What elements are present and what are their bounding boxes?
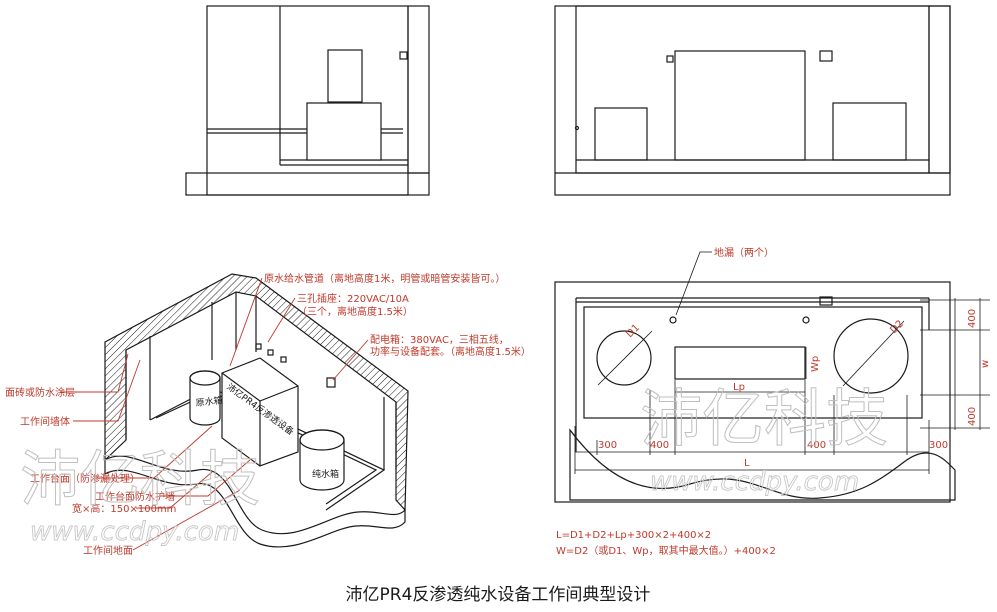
label-dist-1: 配电箱：380VAC，三相五线， xyxy=(370,333,509,346)
label-d1: D1 xyxy=(624,322,642,340)
watermark-url-right: www.ccdpy.com xyxy=(650,467,859,497)
dim-400-bottom: 400 xyxy=(967,407,978,426)
label-socket-1: 三孔插座：220VAC/10A xyxy=(297,292,409,305)
dim-300-left: 300 xyxy=(598,440,617,451)
dim-400-right: 400 xyxy=(807,440,826,451)
watermark: 沛亿科技 www.ccdpy.com 沛亿科技 www.ccdpy.com xyxy=(20,382,889,548)
label-curb-2: 宽×高：150×100mm xyxy=(72,502,176,515)
formula-l: L=D1+D2+Lp+300×2+400×2 xyxy=(556,530,711,541)
front-elevation-view xyxy=(554,5,951,196)
formula-w: W=D2（或D1、Wp，取其中最大值。）+400×2 xyxy=(556,544,776,557)
label-lp: Lp xyxy=(733,382,745,393)
label-socket-2: （三个，离地高度1.5米） xyxy=(297,305,413,318)
label-pure-tank: 纯水箱 xyxy=(312,468,339,480)
isometric-workroom-view xyxy=(104,273,409,548)
label-raw-pipe: 原水给水管道（离地高度1米，明管或暗管安装皆可。） xyxy=(264,272,505,285)
dim-400-left: 400 xyxy=(650,440,669,451)
plan-labels: 地漏（两个） D1 D2 Lp Wp w L 300 400 400 300 4… xyxy=(556,246,991,557)
page-title: 沛亿PR4反渗透纯水设备工作间典型设计 xyxy=(346,585,651,605)
label-curb-1: 工作台面防水护墙 xyxy=(95,490,175,503)
side-elevation-view xyxy=(185,5,430,196)
watermark-cn-left: 沛亿科技 xyxy=(20,445,260,515)
watermark-url-left: www.ccdpy.com xyxy=(30,517,239,547)
plan-view xyxy=(554,251,990,503)
dim-400-top: 400 xyxy=(967,309,978,328)
label-bench: 工作台面（防渗漏处理） xyxy=(30,472,140,485)
label-drain: 地漏（两个） xyxy=(714,246,774,259)
label-l: L xyxy=(744,458,750,469)
label-wall-tile: 面砖或防水涂层 xyxy=(5,386,75,399)
dim-300-right: 300 xyxy=(929,440,948,451)
label-wp: Wp xyxy=(810,356,821,372)
label-w: w xyxy=(980,360,991,368)
watermark-cn-right: 沛亿科技 xyxy=(640,382,888,455)
label-floor: 工作间地面 xyxy=(83,544,133,557)
label-dist-2: 功率与设备配套。（离地高度1.5米） xyxy=(370,345,531,358)
label-wall-body: 工作间墙体 xyxy=(20,415,70,428)
label-raw-tank: 原水箱 xyxy=(195,394,223,409)
